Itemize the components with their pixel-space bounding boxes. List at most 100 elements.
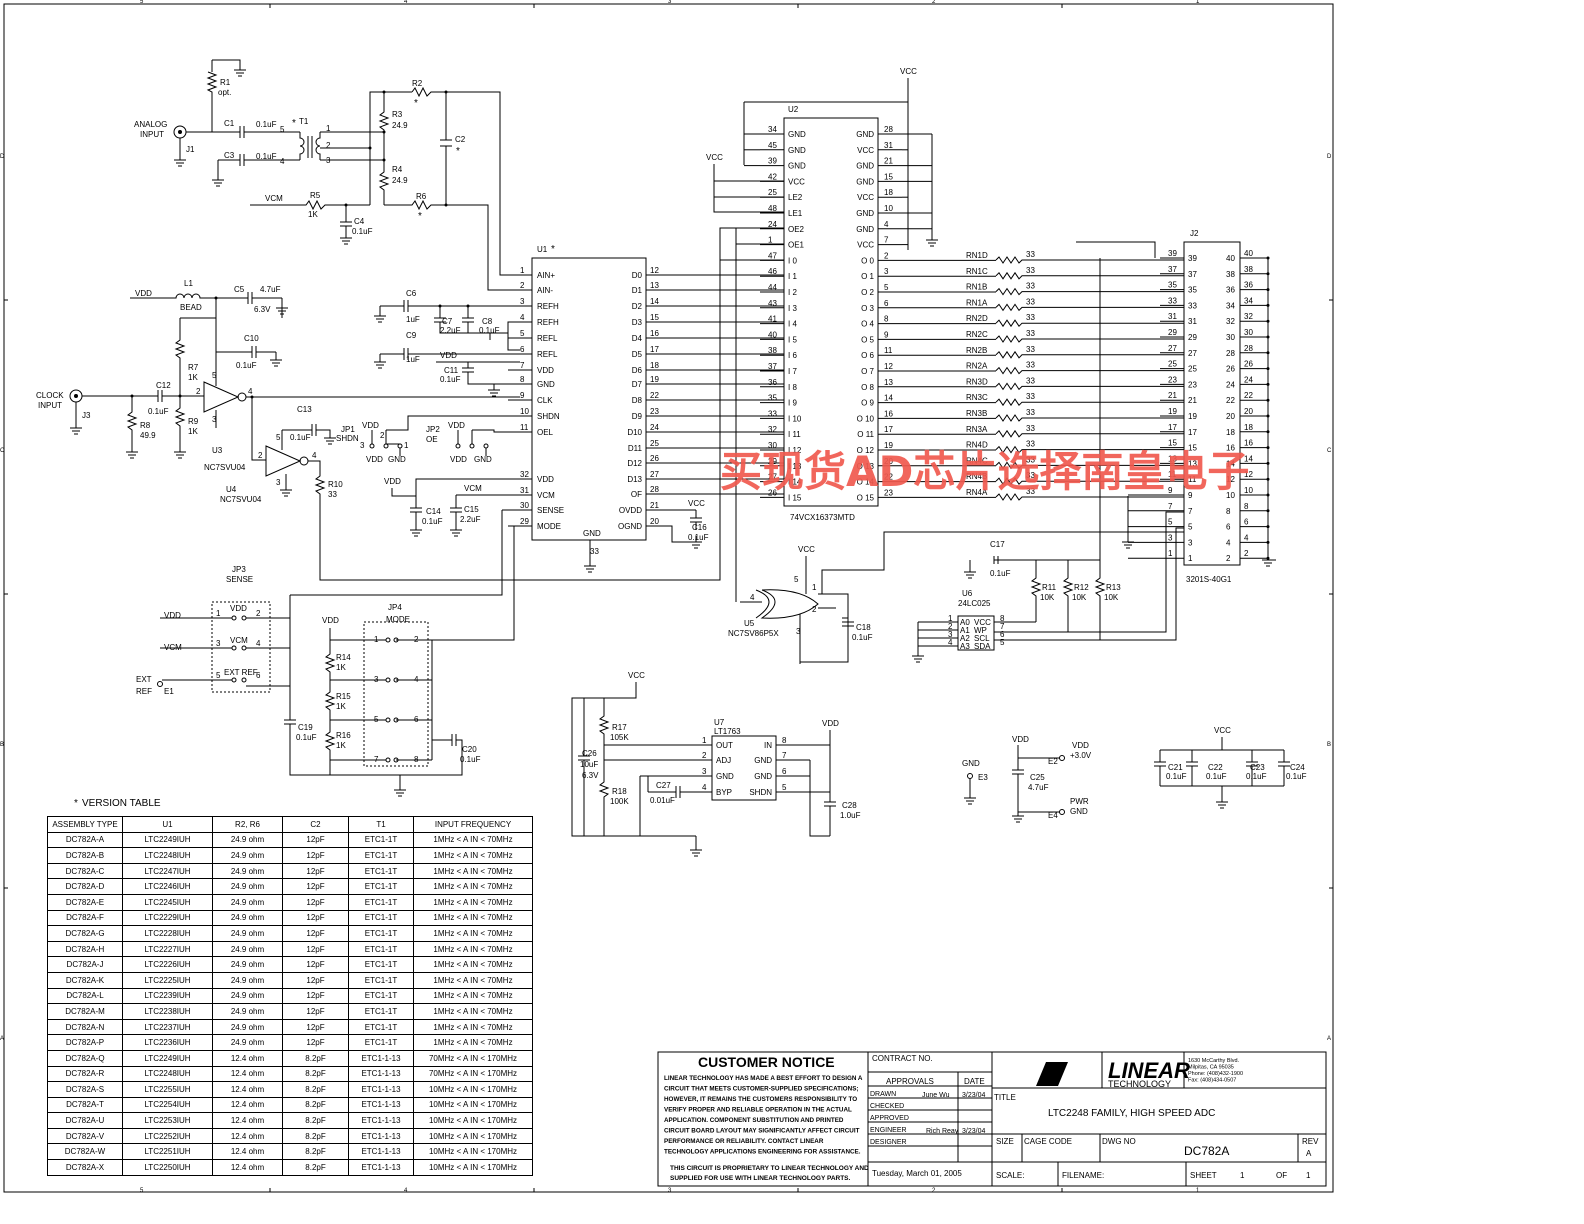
- address-line: Fax: (408)434-0507: [1188, 1078, 1236, 1084]
- u2-pin-name: O 7: [861, 367, 874, 376]
- c9-value: 1uF: [406, 355, 420, 364]
- ext-ref-label: EXT: [136, 675, 152, 684]
- j2-pin-label: 5: [1188, 523, 1193, 532]
- table-cell: DC782A-L: [47, 987, 123, 1005]
- table-cell: 8.2pF: [282, 1096, 349, 1114]
- vcc-label-bypass: VCC: [1214, 726, 1231, 735]
- svg-text:8: 8: [782, 736, 787, 745]
- svg-text:SHEET: SHEET: [1190, 1171, 1217, 1180]
- u2-pin-number: 9: [884, 330, 889, 339]
- r18-label: R18: [612, 787, 627, 796]
- u1-pin-number: 2: [520, 281, 525, 290]
- c1-label: C1: [224, 119, 235, 128]
- r16-label: R16: [336, 731, 351, 740]
- r4-label: R4: [392, 165, 403, 174]
- sheet-frame: [3, 3, 1334, 1193]
- table-cell: LTC2249IUH: [122, 831, 213, 849]
- c16-label: C16: [692, 523, 707, 532]
- c18-label: C18: [856, 623, 871, 632]
- u2-pin-number: 16: [884, 409, 893, 418]
- svg-text:0.1uF: 0.1uF: [1246, 772, 1267, 781]
- c28-label: C28: [842, 801, 857, 810]
- svg-text:1: 1: [374, 635, 379, 644]
- jp2-name: OE: [426, 435, 438, 444]
- u1-pin-name: D10: [627, 428, 642, 437]
- vdd-label-jp4: VDD: [322, 616, 339, 625]
- j2-pin-number: 5: [1168, 518, 1173, 527]
- clock-input-label-2: INPUT: [38, 401, 62, 410]
- table-cell: 1MHz < A IN < 70MHz: [413, 909, 533, 927]
- j3-label: J3: [82, 411, 91, 420]
- c24-label: C24: [1290, 763, 1305, 772]
- j2-pin-number: 24: [1244, 375, 1253, 384]
- c28-value: 1.0uF: [840, 811, 861, 820]
- u6-pin-name: A3: [960, 642, 970, 651]
- c27-value: 0.01uF: [650, 796, 675, 805]
- vdd-label-u1: VDD: [384, 477, 401, 486]
- table-cell: DC782A-T: [47, 1096, 123, 1114]
- u1-pin-name: REFH: [537, 318, 559, 327]
- table-cell: DC782A-J: [47, 956, 123, 973]
- rn-label: RN1C: [966, 267, 988, 276]
- u1-pin-number: 28: [650, 485, 659, 494]
- rn-value: 33: [1026, 297, 1035, 306]
- u6-pin-name: A0: [960, 618, 970, 627]
- u2-pin-name: O 11: [857, 430, 874, 439]
- pwr-label: PWR: [1070, 797, 1089, 806]
- j2-pin-label: 28: [1226, 349, 1235, 358]
- zone-left: D: [0, 154, 5, 160]
- u1-pin-number: 29: [520, 517, 529, 526]
- gnd-label-e3: GND: [962, 759, 980, 768]
- c5-voltage: 6.3V: [254, 305, 271, 314]
- svg-text:CONTRACT NO.: CONTRACT NO.: [872, 1054, 933, 1063]
- u6-label: U6: [962, 589, 973, 598]
- svg-text:*: *: [551, 244, 555, 255]
- r9-label: R9: [188, 417, 199, 426]
- svg-text:8: 8: [414, 755, 419, 764]
- svg-text:*: *: [418, 211, 422, 222]
- j2-pin-number: 34: [1244, 296, 1253, 305]
- table-cell: 70MHz < A IN < 170MHz: [413, 1049, 533, 1067]
- u7-pin-name: GND: [754, 772, 772, 781]
- svg-text:8: 8: [1000, 614, 1005, 623]
- u2-pin-number: 14: [884, 394, 893, 403]
- svg-text:DWG NO: DWG NO: [1102, 1137, 1136, 1146]
- table-cell: ETC1-1T: [348, 893, 414, 911]
- u2-pin-name: I 11: [788, 430, 801, 439]
- svg-text:SIZE: SIZE: [996, 1137, 1014, 1146]
- c10-value: 0.1uF: [236, 361, 257, 370]
- c7-value: 2.2uF: [440, 326, 461, 335]
- u1-pin-number: 14: [650, 297, 659, 306]
- u2-pin-number: 42: [768, 172, 777, 181]
- svg-text:June Wu: June Wu: [922, 1092, 950, 1099]
- table-cell: 12pF: [282, 878, 349, 895]
- c15-label: C15: [464, 505, 479, 514]
- u2-pin-number: 34: [768, 125, 777, 134]
- u5-label: U5: [744, 619, 755, 628]
- u3-part: NC7SVU04: [204, 463, 246, 472]
- u1-pin-name: REFL: [537, 334, 558, 343]
- table-cell: 70MHz < A IN < 170MHz: [413, 1065, 533, 1083]
- j2-pin-label: 27: [1188, 349, 1197, 358]
- zone-right: C: [1327, 448, 1332, 454]
- table-cell: 12pF: [282, 971, 349, 989]
- u5-part: NC7SV86P5X: [728, 629, 779, 638]
- u7-label: U7: [714, 718, 725, 727]
- table-cell: 12.4 ohm: [212, 1049, 283, 1067]
- svg-text:3/23/04: 3/23/04: [962, 1128, 985, 1135]
- u1-pin-number: 12: [650, 266, 659, 275]
- svg-text:5: 5: [782, 783, 787, 792]
- svg-text:VDD: VDD: [448, 421, 465, 430]
- j2-pin-label: 8: [1226, 507, 1231, 516]
- u2-pin-name: I 13: [788, 462, 802, 471]
- j2-pin-label: 21: [1188, 396, 1197, 405]
- r1-value: opt.: [218, 88, 231, 97]
- svg-text:2: 2: [196, 387, 201, 396]
- u7-regulator: U7 LT1763 1OUT2ADJ3GND4BYP8IN7GND6GND5SH…: [571, 671, 861, 857]
- u1-pin-name: CLK: [537, 396, 553, 405]
- table-cell: ETC1-1-13: [348, 1127, 414, 1145]
- table-cell: 12pF: [282, 925, 349, 942]
